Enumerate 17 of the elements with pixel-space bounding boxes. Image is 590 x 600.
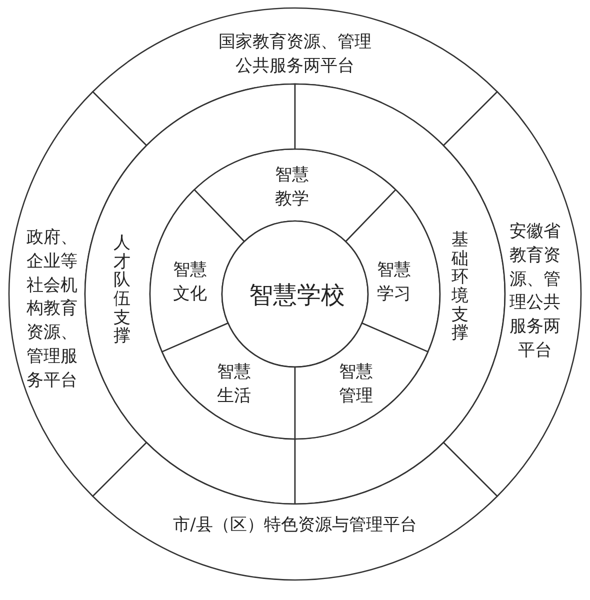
sector-label: 智慧文化 [172, 259, 208, 306]
sector-label: 智慧教学 [274, 164, 310, 211]
ring-sector [344, 188, 441, 353]
ring-label: 政府、企业等社会机构教育资源、管理服务平台 [26, 226, 78, 392]
ring-sector [161, 322, 296, 440]
ring-label: 基础环境支撑 [452, 230, 468, 344]
ring-label: 国家教育资源、管理公共服务两平台 [218, 31, 372, 78]
sector-label: 智慧生活 [216, 361, 252, 408]
sector-label: 智慧学习 [376, 259, 412, 306]
ring-label: 市/县（区）特色资源与管理平台 [172, 514, 418, 538]
center-label: 智慧学校 [248, 280, 346, 312]
sector-label: 智慧管理 [338, 361, 374, 408]
ring-label: 人才队伍支撑 [114, 234, 130, 346]
ring-label: 安徽省教育资源、管理公共服务两平台 [508, 220, 562, 363]
ring-sector [149, 188, 246, 353]
ring-sector [294, 322, 429, 440]
ring-sector [193, 148, 397, 243]
